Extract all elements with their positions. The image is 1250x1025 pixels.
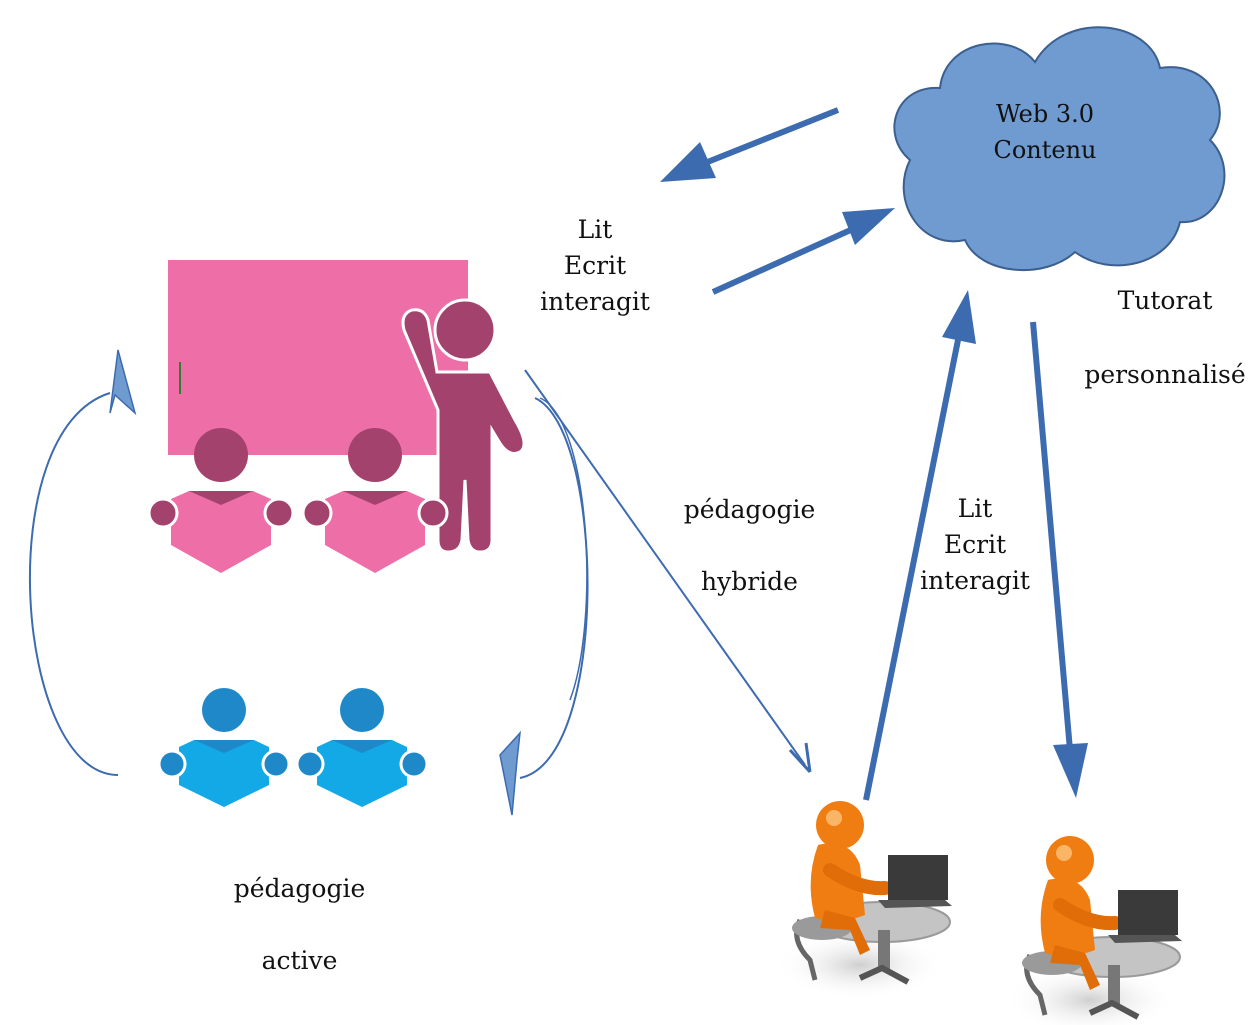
cycle-arc-right [519, 397, 589, 779]
arrow-class-to-cloud-head [842, 208, 895, 245]
computer-learner-icon [775, 801, 952, 1000]
hybrid-arrowhead [788, 742, 812, 774]
hybride-label: pédagogie hybride [672, 492, 827, 600]
right-exchange-label: Lit Ecrit interagit [905, 491, 1045, 599]
cycle-arc-right-inner [539, 397, 588, 701]
teacher-icon [401, 298, 526, 554]
tutorat-label: Tutorat personnalisé [1080, 283, 1250, 393]
cycle-arc-left [28, 392, 119, 776]
arrow-learner-to-cloud [863, 339, 961, 801]
arrow-cloud-to-class [698, 107, 840, 168]
active-label: pédagogie active [222, 871, 377, 979]
hybride-line2: hybride [701, 567, 798, 596]
cycle-arrowhead-up [109, 349, 137, 416]
active-line1: pédagogie [233, 874, 366, 903]
top-exchange-line3: interagit [540, 287, 650, 316]
top-exchange-label: Lit Ecrit interagit [525, 212, 665, 320]
top-exchange-line2: Ecrit [563, 251, 627, 280]
arrow-learner-to-cloud-head [942, 290, 976, 344]
computer-learner-icon [1005, 836, 1182, 1025]
cloud-label-line1: Web 3.0 [995, 100, 1095, 128]
cloud-label-line2: Contenu [993, 136, 1097, 164]
cloud-icon [893, 26, 1226, 271]
arrow-cloud-to-learner [1030, 321, 1073, 751]
right-exchange-line3: interagit [920, 566, 1030, 595]
arrow-class-to-cloud [711, 225, 857, 295]
tutorat-line2: personnalisé [1084, 360, 1246, 389]
active-line2: active [261, 946, 338, 975]
arrow-cloud-to-class-head [660, 142, 716, 182]
board-cursor [179, 362, 181, 394]
right-exchange-line2: Ecrit [943, 530, 1007, 559]
hybride-line1: pédagogie [683, 495, 816, 524]
right-exchange-line1: Lit [957, 494, 993, 523]
arrow-cloud-to-learner-head [1053, 743, 1088, 798]
tutorat-line1: Tutorat [1117, 286, 1213, 315]
cycle-arrowhead-down [499, 730, 522, 816]
reading-student-icon [295, 686, 429, 809]
hybrid-arrow [524, 369, 806, 766]
reading-student-icon [157, 686, 291, 809]
cloud-label: Web 3.0 Contenu [960, 96, 1130, 168]
top-exchange-line1: Lit [577, 215, 613, 244]
